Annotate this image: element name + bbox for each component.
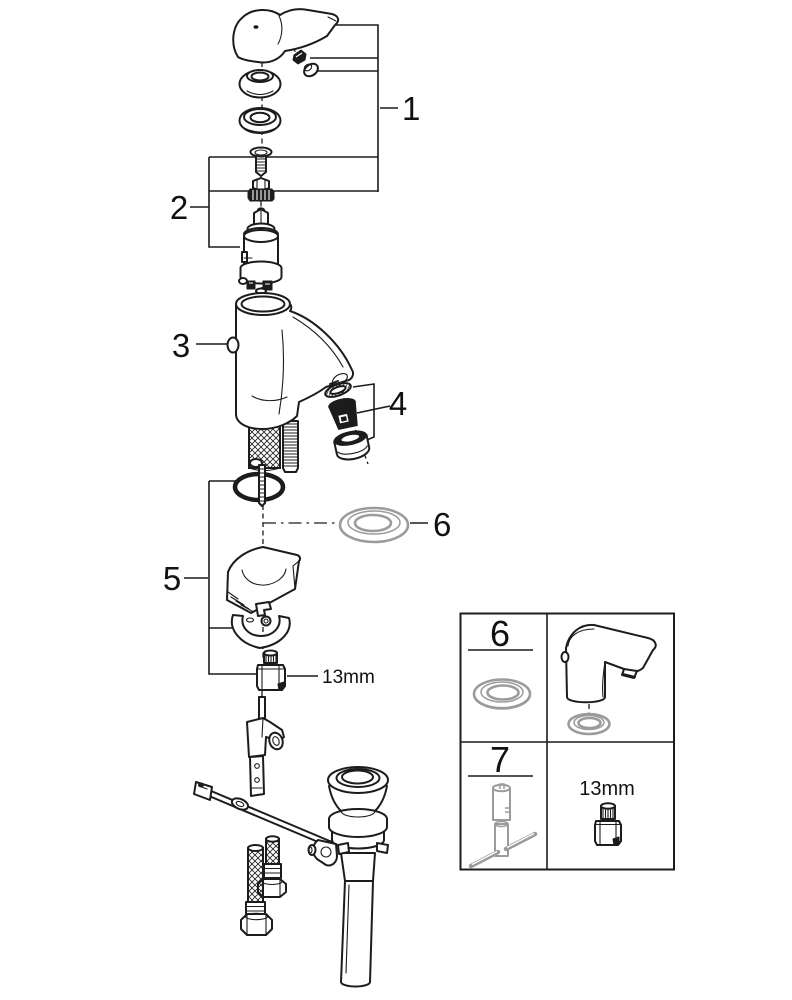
horseshoe-washer xyxy=(230,601,291,649)
callout-labels: 1 2 3 4 5 6 13mm xyxy=(163,90,452,688)
inset-tool-label: 7 xyxy=(490,739,510,780)
dome-ring xyxy=(238,69,282,99)
waste-tailpipe xyxy=(340,880,374,988)
supply-hose xyxy=(240,835,287,936)
hose-nut-lower xyxy=(240,912,273,936)
mounting-nut xyxy=(256,649,286,691)
aerator-insert xyxy=(328,398,358,430)
aerator-housing xyxy=(333,430,371,461)
grub-screw xyxy=(292,49,307,65)
fixing-screw xyxy=(249,146,273,177)
inset-cell-tool: 7 xyxy=(468,739,538,869)
escutcheon-ring xyxy=(238,107,282,134)
base-gasket xyxy=(338,506,410,544)
inset-wrench-size-label: 13mm xyxy=(579,778,635,800)
waste-neck xyxy=(340,852,376,882)
inset-socket-nut xyxy=(594,802,622,846)
aerator-washer xyxy=(324,382,352,398)
cartridge-adapter xyxy=(247,177,275,202)
aerator-group xyxy=(324,382,371,461)
callout-5-label: 5 xyxy=(163,560,181,597)
mounting-group xyxy=(226,458,302,691)
pull-rod-group xyxy=(193,696,333,848)
inset-cell-faucet xyxy=(560,623,657,736)
callout-3-label: 3 xyxy=(172,327,190,364)
mixer-body-group xyxy=(226,292,354,473)
pop-up-waste xyxy=(307,766,389,988)
link-strap xyxy=(249,755,265,797)
side-button xyxy=(226,336,240,354)
cartridge-group xyxy=(238,146,283,295)
wrench-size-label: 13mm xyxy=(322,667,375,688)
lever-handle-group xyxy=(232,8,340,134)
callout-bracket-1 xyxy=(209,24,398,192)
callout-4-label: 4 xyxy=(389,385,407,422)
callout-6-label: 6 xyxy=(433,506,451,543)
callout-2-label: 2 xyxy=(170,189,188,226)
cartridge xyxy=(238,207,283,295)
mounting-tool xyxy=(468,783,538,869)
ball-rod xyxy=(193,781,333,848)
waste-funnel xyxy=(327,766,389,818)
inset-gasket-label: 6 xyxy=(490,613,510,654)
inset-mini-faucet xyxy=(565,623,657,704)
lever-handle xyxy=(232,8,340,64)
inset-cell-gasket: 6 xyxy=(468,613,533,710)
cover-cap xyxy=(303,62,319,78)
callout-1-label: 1 xyxy=(402,90,420,127)
rod-clamp xyxy=(246,717,285,758)
waste-pivot-clamp xyxy=(307,839,338,867)
inset-panel: 6 7 xyxy=(459,612,675,871)
long-bolt xyxy=(249,458,266,507)
stabilizer-wedge xyxy=(226,546,302,614)
callout-bracket-2 xyxy=(190,157,240,248)
inset-cell-wrench: 13mm xyxy=(579,778,635,846)
